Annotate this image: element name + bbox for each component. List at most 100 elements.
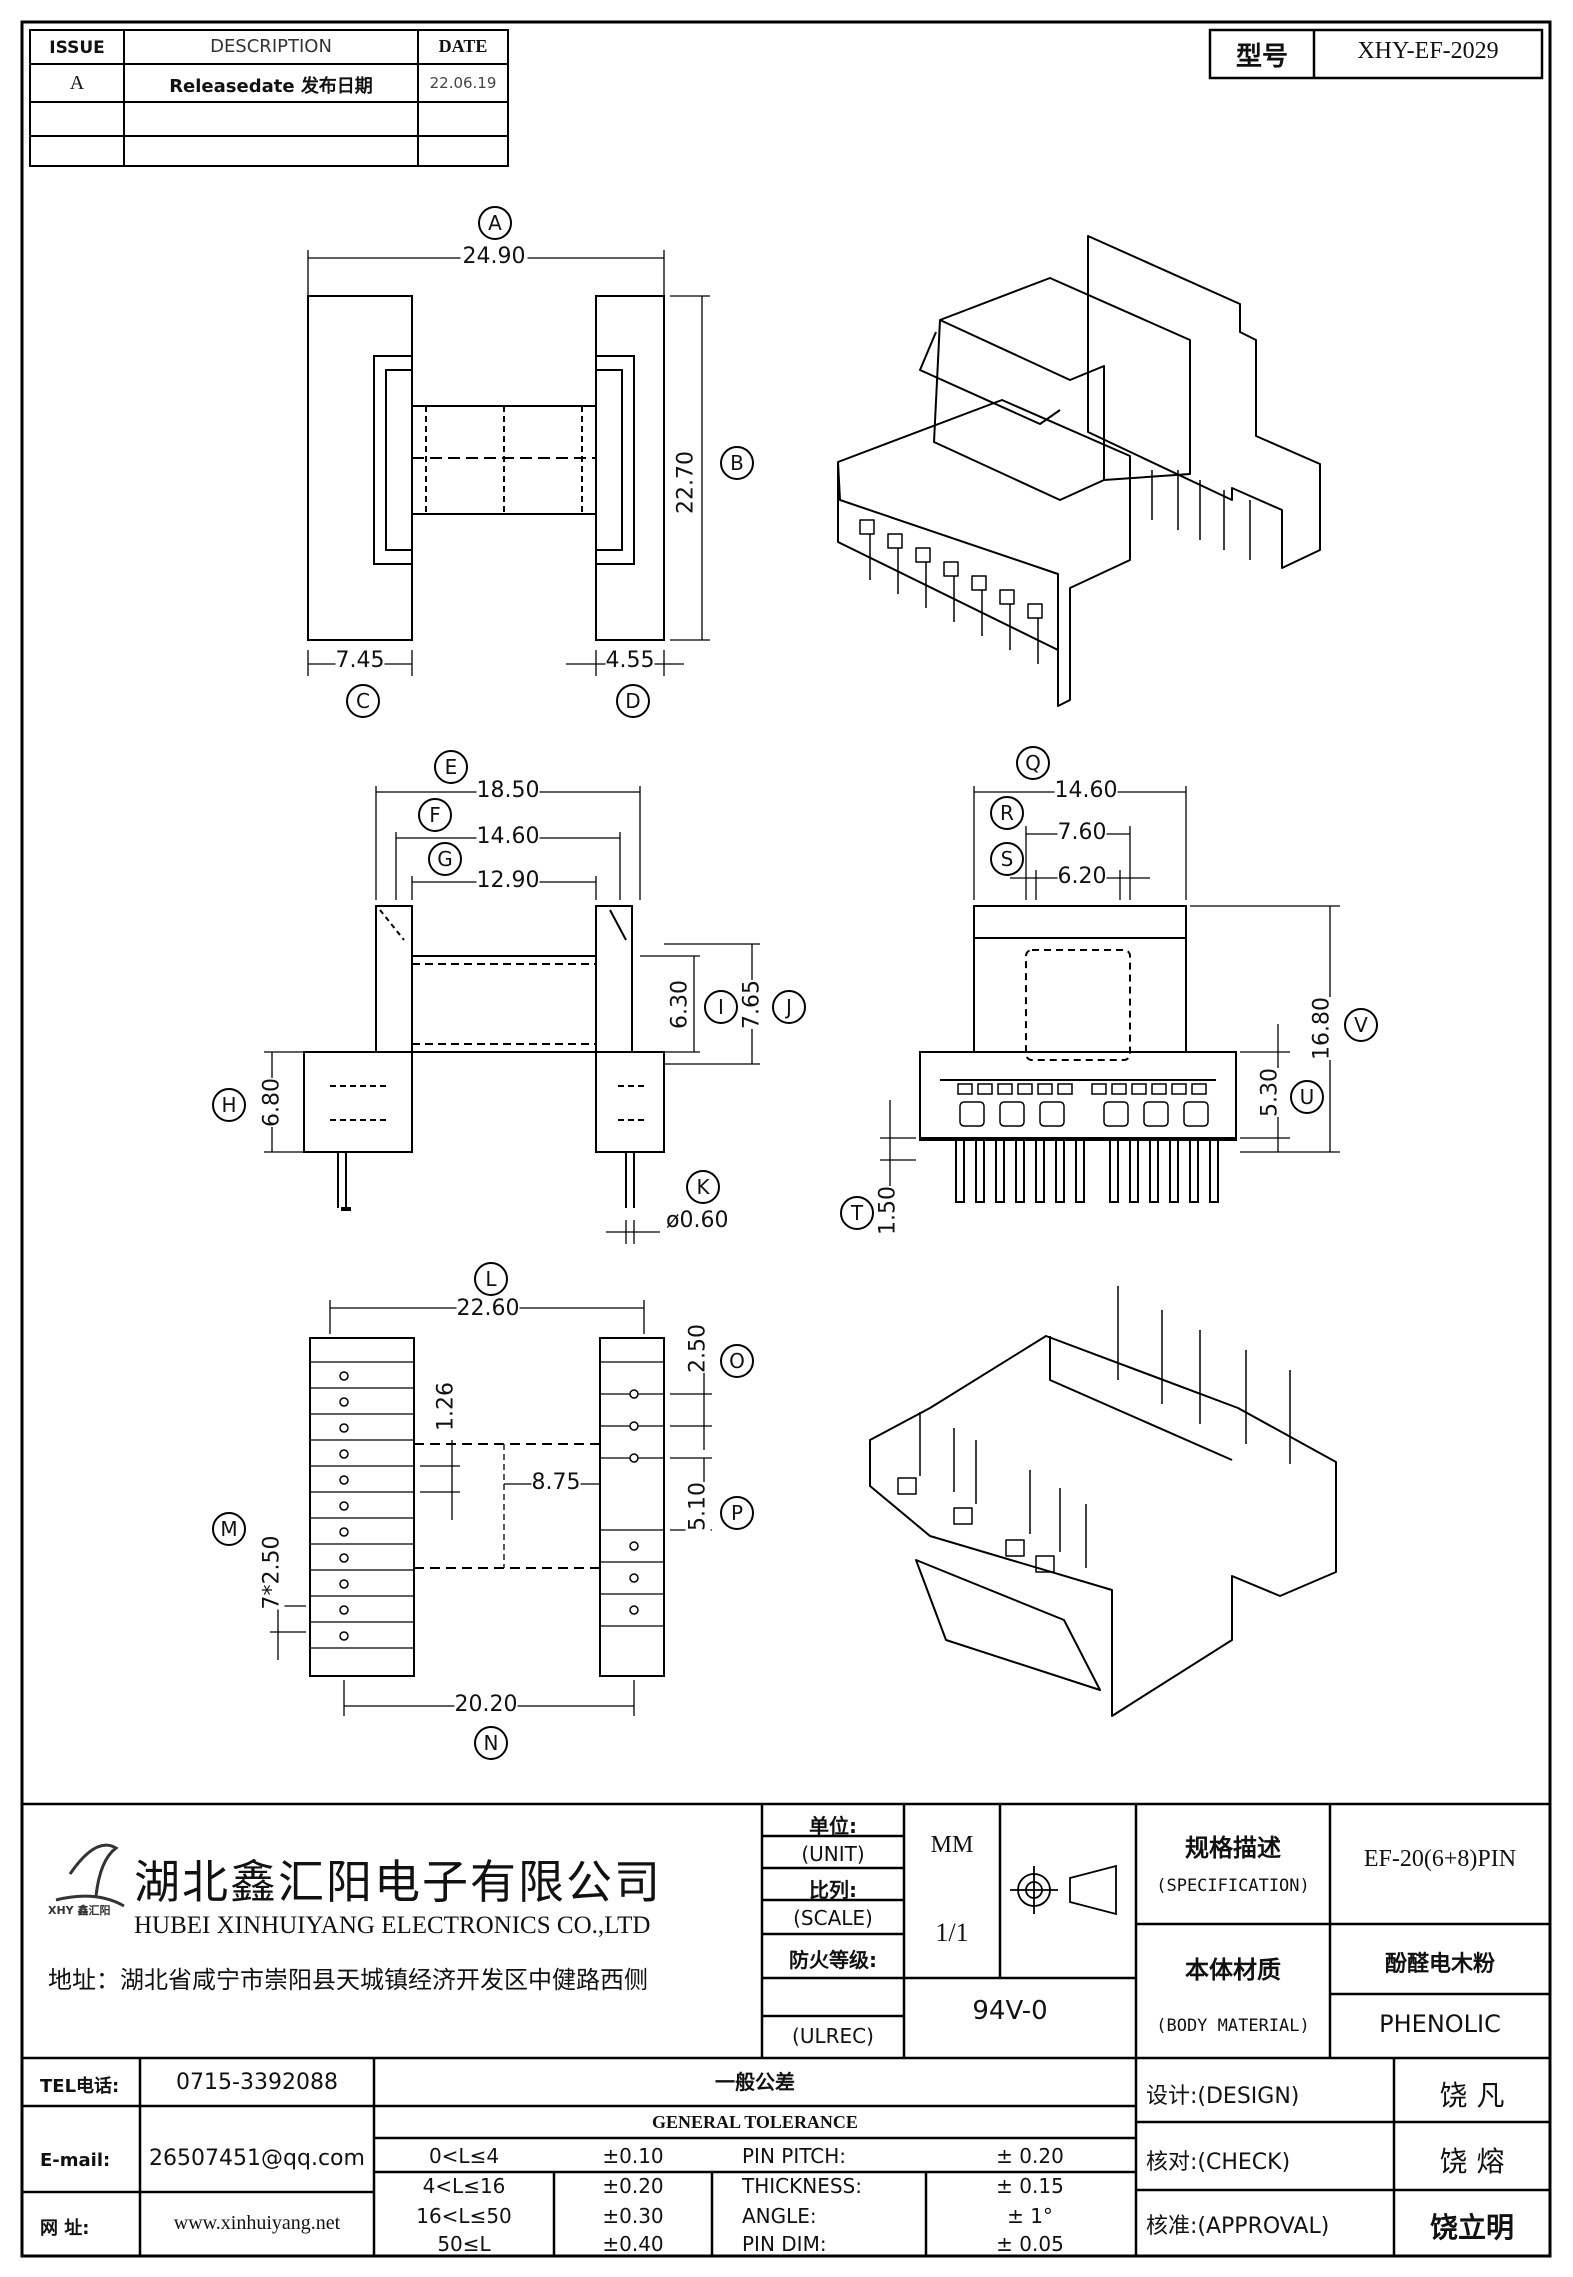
tol-item-value: ± 0.20 xyxy=(996,2144,1064,2168)
check-name: 饶 熔 xyxy=(1439,2145,1505,2178)
dim-U: 5.30 xyxy=(1257,1068,1283,1117)
revision-table-grid xyxy=(29,29,509,167)
dim-L: 22.60 xyxy=(456,1296,520,1321)
issue-header: ISSUE xyxy=(49,38,105,58)
balloon-I: I xyxy=(704,990,738,1024)
tolerance-title-cn: 一般公差 xyxy=(715,2070,795,2094)
logo-text: XHY 鑫汇阳 xyxy=(48,1904,111,1917)
email-value: 26507451@qq.com xyxy=(149,2146,365,2171)
model-number: XHY-EF-2029 xyxy=(1357,38,1499,64)
tol-item: PIN DIM: xyxy=(742,2232,827,2256)
web-label: 网 址: xyxy=(40,2218,90,2239)
iso-view-top xyxy=(837,235,1321,707)
tol-range: 16<L≤50 xyxy=(416,2204,512,2228)
balloon-S: S xyxy=(990,842,1024,876)
tol-value: ±0.40 xyxy=(602,2232,664,2256)
balloon-T: T xyxy=(840,1196,874,1230)
tel-label: TEL电话: xyxy=(40,2076,120,2097)
approval-name: 饶立明 xyxy=(1429,2211,1515,2244)
fire-value: 94V-0 xyxy=(972,1996,1048,2026)
dim-E: 18.50 xyxy=(476,778,540,803)
dim-O: 2.50 xyxy=(685,1324,711,1373)
balloon-O: O xyxy=(720,1344,754,1378)
company-logo-icon xyxy=(55,1843,125,1908)
issue-cell: A xyxy=(69,72,85,94)
tol-value: ±0.20 xyxy=(602,2174,664,2198)
spec-label-cn: 规格描述 xyxy=(1185,1834,1281,1862)
tol-range: 0<L≤4 xyxy=(428,2144,500,2168)
model-label: 型号 xyxy=(1235,42,1289,72)
title-block-grid xyxy=(22,1802,1550,2258)
tol-value: ±0.10 xyxy=(602,2144,664,2168)
balloon-Q: Q xyxy=(1016,746,1050,780)
unit-label-cn: 单位: xyxy=(809,1814,857,1838)
balloon-N: N xyxy=(474,1726,508,1760)
dim-F: 14.60 xyxy=(476,824,540,849)
material-label-en: (BODY MATERIAL) xyxy=(1156,2016,1310,2036)
dim-G: 12.90 xyxy=(476,868,540,893)
description-cell: Releasedate 发布日期 xyxy=(169,76,373,97)
check-label: 核对:(CHECK) xyxy=(1146,2150,1291,2175)
dim-V: 16.80 xyxy=(1309,997,1335,1060)
fire-label-en: (ULREC) xyxy=(792,2024,874,2048)
tol-range: 4<L≤16 xyxy=(422,2174,506,2198)
view-top xyxy=(307,295,665,641)
tol-value: ±0.30 xyxy=(602,2204,664,2228)
dim-P: 5.10 xyxy=(685,1482,711,1531)
dim-M: 7*2.50 xyxy=(259,1535,285,1610)
balloon-K: K xyxy=(686,1170,720,1204)
spec-value: EF-20(6+8)PIN xyxy=(1363,1846,1517,1872)
fire-label-cn: 防火等级: xyxy=(789,1948,877,1972)
balloon-A: A xyxy=(478,206,512,240)
dim-J: 7.65 xyxy=(739,980,765,1029)
dims-top xyxy=(307,250,710,676)
balloon-R: R xyxy=(990,796,1024,830)
view-side xyxy=(919,905,1237,1203)
balloon-C: C xyxy=(346,684,380,718)
dim-T: 1.50 xyxy=(875,1186,901,1235)
description-header: DESCRIPTION xyxy=(210,36,332,57)
approval-label: 核准:(APPROVAL) xyxy=(1146,2214,1330,2239)
tolerance-title-en: GENERAL TOLERANCE xyxy=(652,2112,858,2132)
dim-bottom-center: 8.75 xyxy=(531,1470,581,1495)
balloon-G: G xyxy=(428,842,462,876)
scale-value: 1/1 xyxy=(935,1918,969,1947)
company-address: 地址：湖北省咸宁市崇阳县天城镇经济开发区中健路西侧 xyxy=(48,1966,648,1994)
balloon-H: H xyxy=(212,1088,246,1122)
model-box-frame xyxy=(1208,28,1544,80)
spec-label-en: (SPECIFICATION) xyxy=(1156,1876,1310,1896)
material-value-en: PHENOLIC xyxy=(1379,2010,1501,2038)
scale-label-cn: 比列: xyxy=(809,1878,857,1902)
balloon-V: V xyxy=(1344,1008,1378,1042)
dim-H: 6.80 xyxy=(259,1078,285,1127)
scale-label-en: (SCALE) xyxy=(793,1906,873,1930)
dim-Q: 14.60 xyxy=(1054,778,1118,803)
material-label-cn: 本体材质 xyxy=(1185,1956,1281,1984)
balloon-E: E xyxy=(434,750,468,784)
balloon-J: J xyxy=(772,990,806,1024)
tol-item: ANGLE: xyxy=(742,2204,817,2228)
iso-view-bottom xyxy=(869,1286,1337,1717)
dim-C: 7.45 xyxy=(335,648,385,673)
dim-I: 6.30 xyxy=(667,980,693,1029)
balloon-F: F xyxy=(418,798,452,832)
view-front xyxy=(303,905,665,1211)
company-name-en: HUBEI XINHUIYANG ELECTRONICS CO.,LTD xyxy=(134,1912,651,1939)
tol-item-value: ± 1° xyxy=(1007,2204,1053,2228)
dims-side xyxy=(880,786,1340,1196)
dim-N: 20.20 xyxy=(454,1692,518,1717)
balloon-M: M xyxy=(212,1512,246,1546)
unit-value: MM xyxy=(930,1832,974,1858)
tol-item-value: ± 0.15 xyxy=(996,2174,1064,2198)
tol-range: 50≤L xyxy=(437,2232,491,2256)
dim-B: 22.70 xyxy=(673,451,699,514)
dim-K: ø0.60 xyxy=(666,1208,729,1233)
tel-value: 0715-3392088 xyxy=(176,2070,338,2095)
date-header: DATE xyxy=(438,36,488,56)
view-bottom xyxy=(309,1337,665,1677)
dim-bottom-pitch: 1.26 xyxy=(433,1382,459,1431)
dim-D: 4.55 xyxy=(605,648,655,673)
design-label: 设计:(DESIGN) xyxy=(1146,2084,1300,2109)
date-cell: 22.06.19 xyxy=(429,74,497,92)
